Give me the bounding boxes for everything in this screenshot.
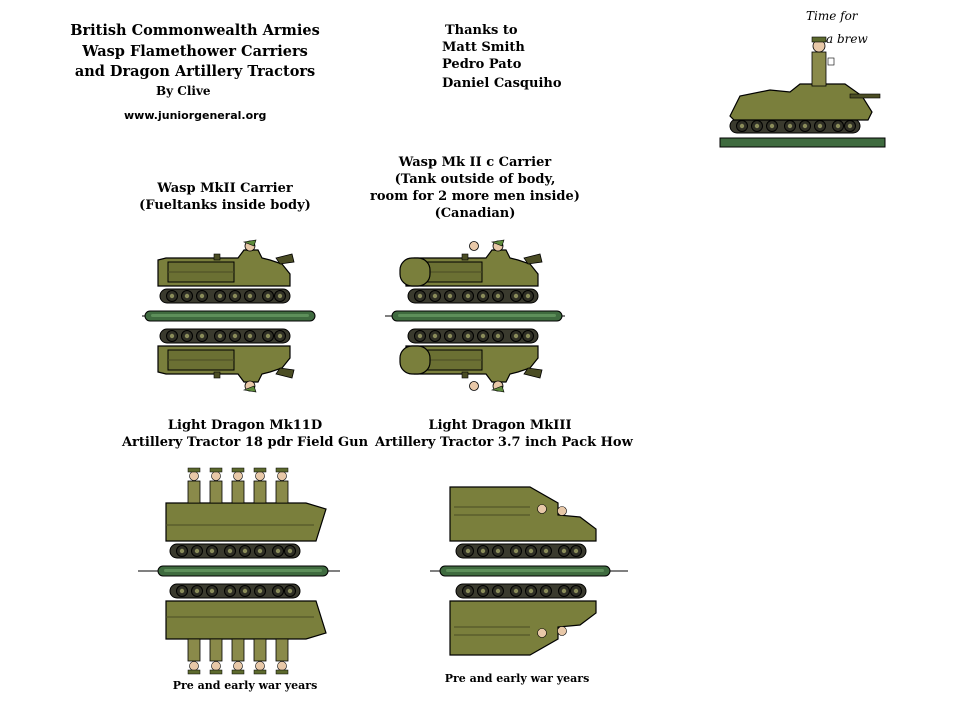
dragon-mk3-caption-2: Artillery Tractor 3.7 inch Pack How: [375, 435, 633, 450]
wasp-mk2c-caption-1: Wasp Mk II c Carrier: [398, 155, 552, 170]
wasp-mk2-caption-1: Wasp MkII Carrier: [157, 181, 293, 196]
wasp-mk2c-caption-3: room for 2 more men inside): [370, 189, 580, 204]
thanks-name-3: Daniel Casquiho: [442, 76, 562, 91]
website-link[interactable]: www.juniorgeneral.org: [124, 109, 267, 122]
wasp-mk2c-caption-4: (Canadian): [434, 206, 516, 221]
title-line-3: and Dragon Artillery Tractors: [74, 63, 316, 80]
title-line-1: British Commonwealth Armies: [70, 22, 320, 39]
dragon-mk2d-caption-2: Artillery Tractor 18 pdr Field Gun: [121, 435, 369, 450]
dragon-mk3-model: [430, 487, 628, 655]
wasp-mk2-caption-2: (Fueltanks inside body): [139, 198, 311, 213]
thanks-heading: Thanks to: [445, 23, 518, 38]
thanks-name-2: Pedro Pato: [442, 57, 522, 72]
wasp-mk2c-model: [385, 240, 565, 392]
thanks-name-1: Matt Smith: [442, 40, 525, 55]
wasp-mk2-model: [142, 240, 316, 392]
dragon-mk2d-model: [138, 468, 340, 674]
brew-carrier-illustration: [719, 36, 886, 148]
dragon-mk3-note: Pre and early war years: [444, 672, 590, 685]
brew-caption-2: a brew: [826, 32, 868, 46]
wasp-mk2c-caption-2: (Tank outside of body,: [394, 172, 556, 187]
brew-caption-1: Time for: [806, 9, 858, 23]
dragon-mk3-caption-1: Light Dragon MkIII: [428, 418, 572, 433]
dragon-mk2d-caption-1: Light Dragon Mk11D: [167, 418, 323, 433]
title-line-2: Wasp Flamethower Carriers: [82, 43, 308, 60]
dragon-mk2d-note: Pre and early war years: [172, 679, 318, 692]
author-credit: By Clive: [156, 84, 211, 98]
